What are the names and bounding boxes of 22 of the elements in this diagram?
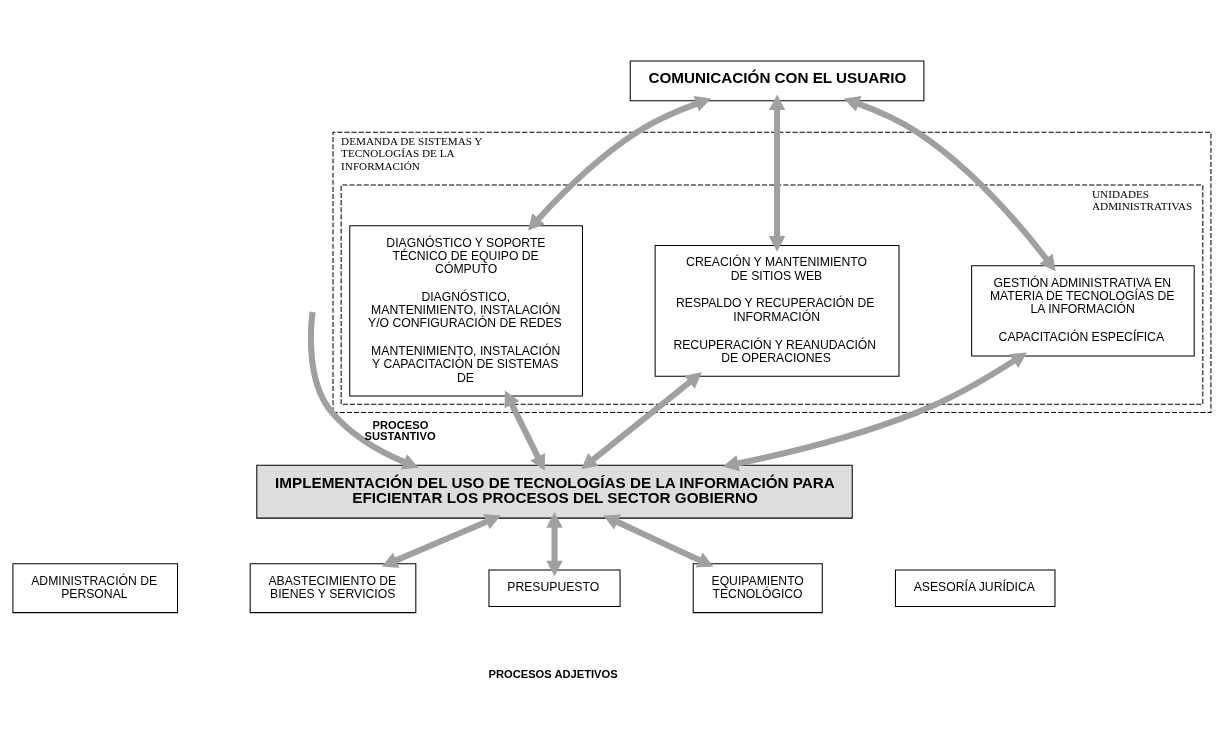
node-box: IMPLEMENTACIÓN DEL USO DE TECNOLOGÍAS DE LA INFORMACIÓN PARA EFICIENTAR LOS PROCESOS DEL SECTOR GOBIERNO (256, 464, 853, 519)
edge-label: PROCESO SUSTANTIVO (364, 418, 436, 442)
label: PROCESOS ADJETIVOS (488, 667, 618, 680)
node-box: ABASTECIMIENTO DE BIENES Y SERVICIOS (249, 562, 417, 613)
node-box: CREACIÓN Y MANTENIMIENTO DE SITIOS WEB RESPALDO Y RECUPERACIÓN DE INFORMACIÓN RECUPERACIÓN Y REANUDACIÓN DE OPERACIONES (654, 244, 900, 377)
arrow (768, 93, 786, 252)
node-box: PRESUPUESTO (488, 568, 621, 607)
arrow (307, 311, 419, 470)
node-box: ASESORÍA JURÍDICA (894, 568, 1056, 607)
node-box: DIAGNÓSTICO Y SOPORTE TÉCNICO DE EQUIPO DE CÓMPUTO DIAGNÓSTICO, MANTENIMIENTO, INSTALACIÓN Y/O CONFIGURACIÓN DE REDES MANTENIMIENTO, INSTALACIÓN Y CAPACITACIÓN DE SISTEMAS DE (349, 224, 583, 397)
arrow (381, 513, 501, 568)
node-box: ADMINISTRACIÓN DE PERSONAL (12, 562, 179, 613)
arrow (581, 371, 702, 469)
arrow (843, 95, 1056, 271)
node-box: EQUIPAMIENTO TECNOLÓGICO (692, 562, 823, 613)
arrow (528, 95, 712, 230)
node-box: GESTIÓN ADMINISTRATIVA EN MATERIA DE TECNOLOGÍAS DE LA INFORMACIÓN CAPACITACIÓN ESPECÍFICA (971, 264, 1195, 357)
arrow (603, 514, 714, 567)
node-box: COMUNICACIÓN CON EL USUARIO (629, 60, 925, 101)
arrow (722, 351, 1027, 471)
arrow (546, 511, 563, 576)
arrow (504, 389, 546, 471)
